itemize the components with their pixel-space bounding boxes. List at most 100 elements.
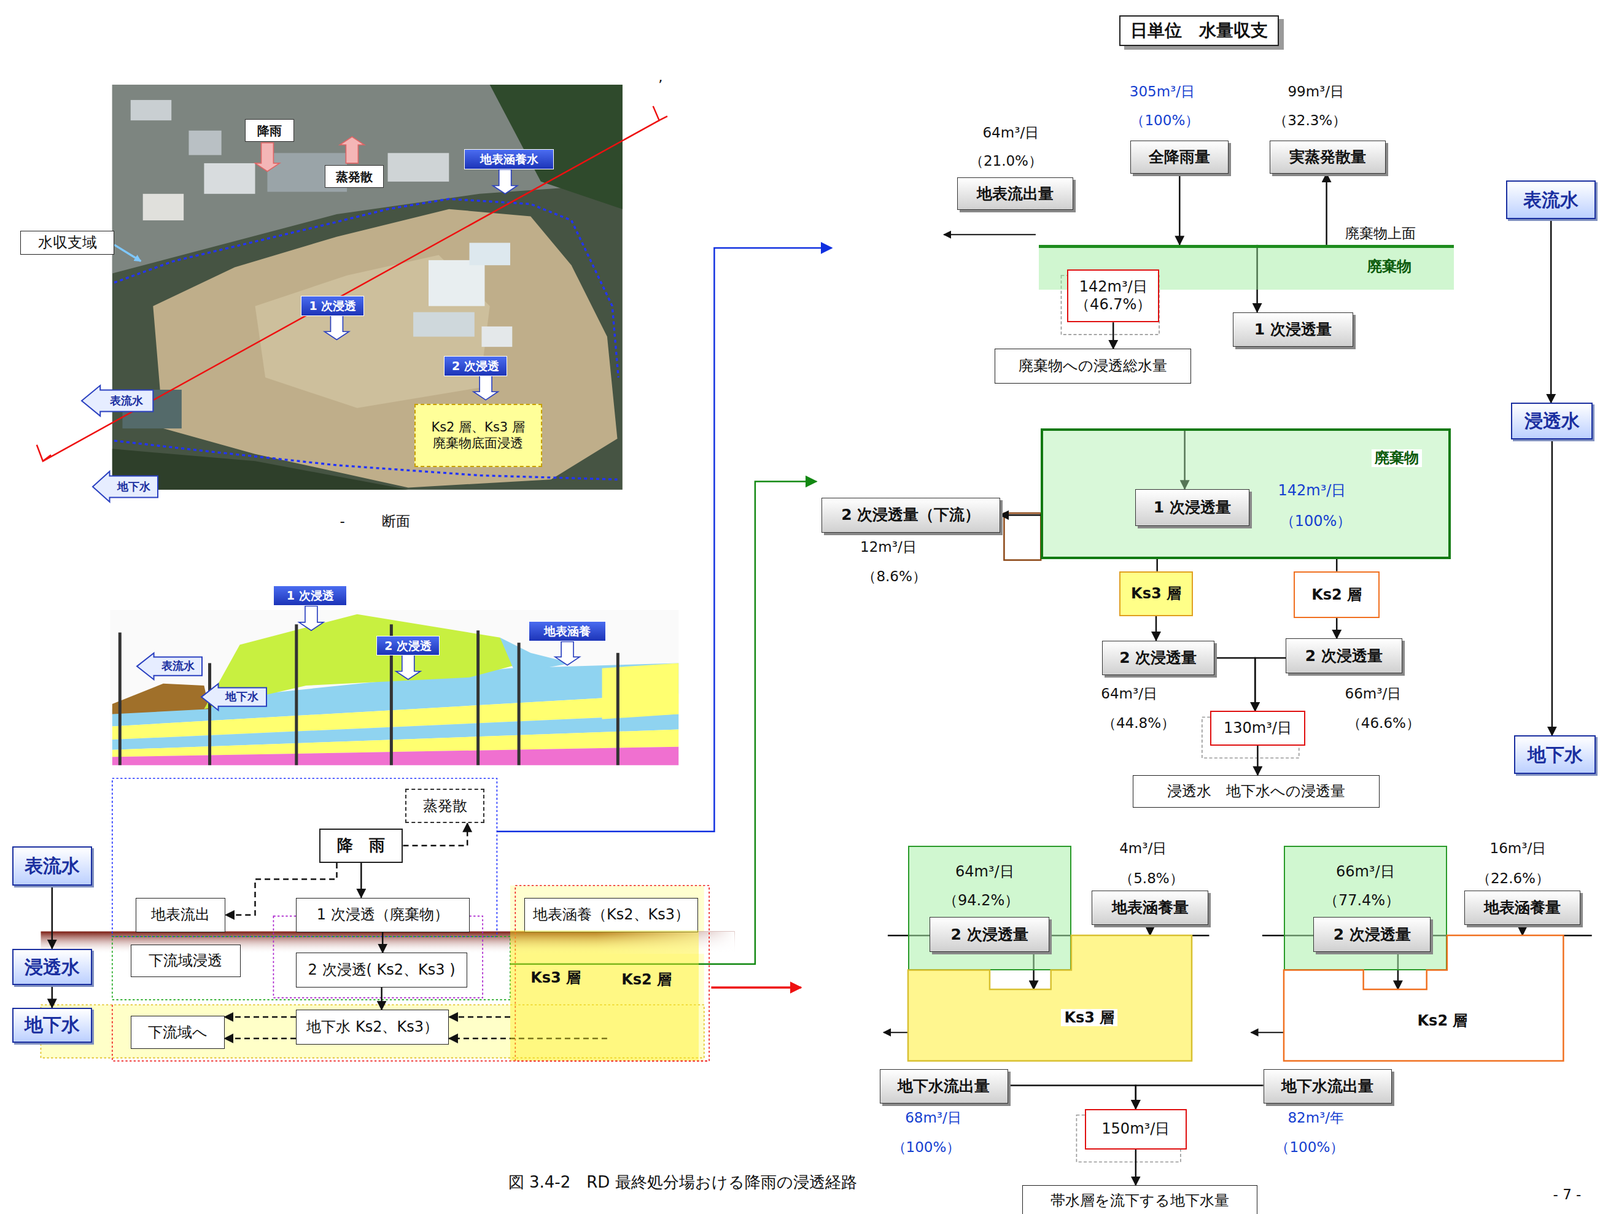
flow-arrow: 地下水 (92, 471, 158, 503)
quantity-box: 1 次浸透量 (1135, 489, 1250, 527)
label-text: 断面 (381, 513, 411, 531)
quantity-box: 2 次浸透量 (929, 917, 1049, 953)
connector-line (1335, 559, 1338, 572)
text-stack: 1 次浸透（廃棄物） (296, 898, 470, 933)
waste-box: 廃棄物142m³/日（100%）1 次浸透量 (1040, 428, 1451, 560)
callout-box: 2 次浸透 (376, 636, 440, 657)
node-text: 地表涵養（Ks2、Ks3） (532, 906, 690, 925)
node-text: 廃棄物への浸透総水量 (1018, 357, 1168, 376)
label-text: 4m³/日 (1119, 840, 1167, 858)
quantity-box: 2 次浸透量 (1102, 640, 1215, 676)
connector-line (224, 1038, 296, 1041)
note-box: Ks2 層、Ks3 層廃棄物底面浸透 (414, 403, 543, 468)
panel-links (496, 248, 832, 988)
layer-shape: Ks3 層 (908, 935, 1192, 1061)
node-text: 下流域へ (147, 1024, 208, 1042)
process-box: 降 雨 (319, 828, 403, 864)
node-text: 130m³/日 (1223, 719, 1292, 738)
text-stack: 2 次浸透 (376, 636, 439, 656)
node-text: 降雨 (257, 123, 282, 139)
connector-line (224, 1016, 296, 1019)
process-box: 浸透水 地下水への浸透量 (1132, 775, 1380, 808)
figure-caption: 図 3.4-2 RD 最終処分場おける降雨の浸透経路 (508, 1173, 858, 1193)
connector (51, 986, 53, 1009)
node-text: 廃棄物 (1371, 449, 1422, 468)
node-text: 64m³/日 (955, 863, 1015, 882)
connector (1156, 559, 1158, 572)
label-text: 64m³/日 (982, 124, 1039, 142)
panel-details (883, 234, 1592, 1163)
label-text: （100%） (892, 1139, 961, 1157)
layer-region: Ks3 層 (510, 930, 608, 1062)
connector-line (1000, 514, 1042, 517)
node-text: 2 次浸透( Ks2、Ks3 ) (308, 961, 456, 980)
label-text: ’ (658, 77, 663, 95)
connector-line (51, 885, 54, 950)
node-text: 地表涵養量 (1483, 898, 1561, 918)
node-text: 廃棄物底面浸透 (432, 435, 524, 452)
quantity-box: 実蒸発散量 (1269, 140, 1386, 174)
text-stack: 2 次浸透量 (1313, 917, 1430, 952)
connector-line (403, 823, 468, 847)
connector-line (1135, 1085, 1264, 1109)
connector-line (1135, 1149, 1138, 1186)
connector (381, 987, 382, 1011)
category-box: 浸透水 (1510, 402, 1593, 440)
node-text: Ks3 層 (530, 969, 581, 988)
connector (224, 1017, 296, 1039)
connector-line (1155, 616, 1158, 641)
text-stack: 蒸発散 (406, 790, 484, 823)
connector (403, 823, 468, 847)
diagram-title: 日単位 水量収支 (1119, 15, 1279, 47)
quantity-box: 地表流出量 (957, 177, 1074, 210)
layer-box: Ks3 層 (1119, 571, 1193, 617)
text-stack: 2 次浸透量（下流） (822, 498, 1000, 533)
text-stack: 地下水流出量 (880, 1070, 1008, 1104)
text-stack: 地下水 (109, 471, 158, 503)
connector-line (1550, 219, 1553, 403)
node-text: 浸透水 (1524, 410, 1580, 433)
node-text: 地下水流出量 (1281, 1077, 1374, 1096)
label-text: （100%） (1130, 112, 1200, 130)
connector (1326, 173, 1327, 245)
node-text: 142m³/日 (1277, 481, 1346, 500)
label-text: 12m³/日 (860, 539, 917, 557)
process-box: 廃棄物への浸透総水量 (994, 348, 1191, 384)
node-text: 表流水 (1523, 189, 1579, 212)
flow-arrow: 表流水 (81, 385, 153, 417)
category-box: 地下水 (1514, 735, 1596, 775)
label-text: （100%） (1275, 1139, 1344, 1157)
aerial-photo (36, 84, 668, 490)
connector-line (1256, 745, 1259, 776)
quantity-box: 2 次浸透量 (1313, 917, 1431, 953)
text-stack: 地表涵養量 (1092, 891, 1208, 926)
text-stack: 2 次浸透量 (930, 917, 1049, 952)
text-stack: 2 次浸透( Ks2、Ks3 ) (296, 953, 467, 988)
text-stack: 地下水 (13, 1009, 91, 1042)
node-text: 地下水 (117, 480, 151, 494)
connector (1179, 173, 1181, 245)
connector (1135, 1149, 1136, 1186)
node-text: 蒸発散 (335, 169, 373, 185)
node-text: 蒸発散 (423, 797, 468, 816)
process-box: 地表涵養（Ks2、Ks3） (524, 898, 699, 934)
layer-polygon (908, 935, 1192, 1061)
text-stack: 下流域へ (131, 1016, 225, 1049)
total-box: 150m³/日 (1084, 1109, 1187, 1150)
connector-line (380, 987, 383, 1011)
layer-outline (908, 935, 1192, 1061)
node-text: 表流水 (161, 659, 195, 673)
process-box: 下流域へ (130, 1016, 225, 1049)
text-stack: 2 次浸透量 (1286, 639, 1402, 673)
label-text: （5.8%） (1119, 870, 1184, 888)
text-stack: 帯水層を流下する地下水量 (1022, 1186, 1257, 1214)
text-stack: 浸透水 (1512, 403, 1592, 439)
label-text: （22.6%） (1476, 870, 1550, 888)
process-box: 地下水 Ks2、Ks3） (295, 1009, 449, 1045)
callout-box: 1 次浸透 (300, 295, 365, 317)
callout-box: 1 次浸透 (273, 585, 347, 606)
arrow-shape (136, 653, 202, 680)
node-text: 浸透水 (24, 956, 80, 979)
quantity-box: 2 次浸透量 (1285, 638, 1402, 674)
node-text: Ks2 層 (1414, 1012, 1472, 1031)
